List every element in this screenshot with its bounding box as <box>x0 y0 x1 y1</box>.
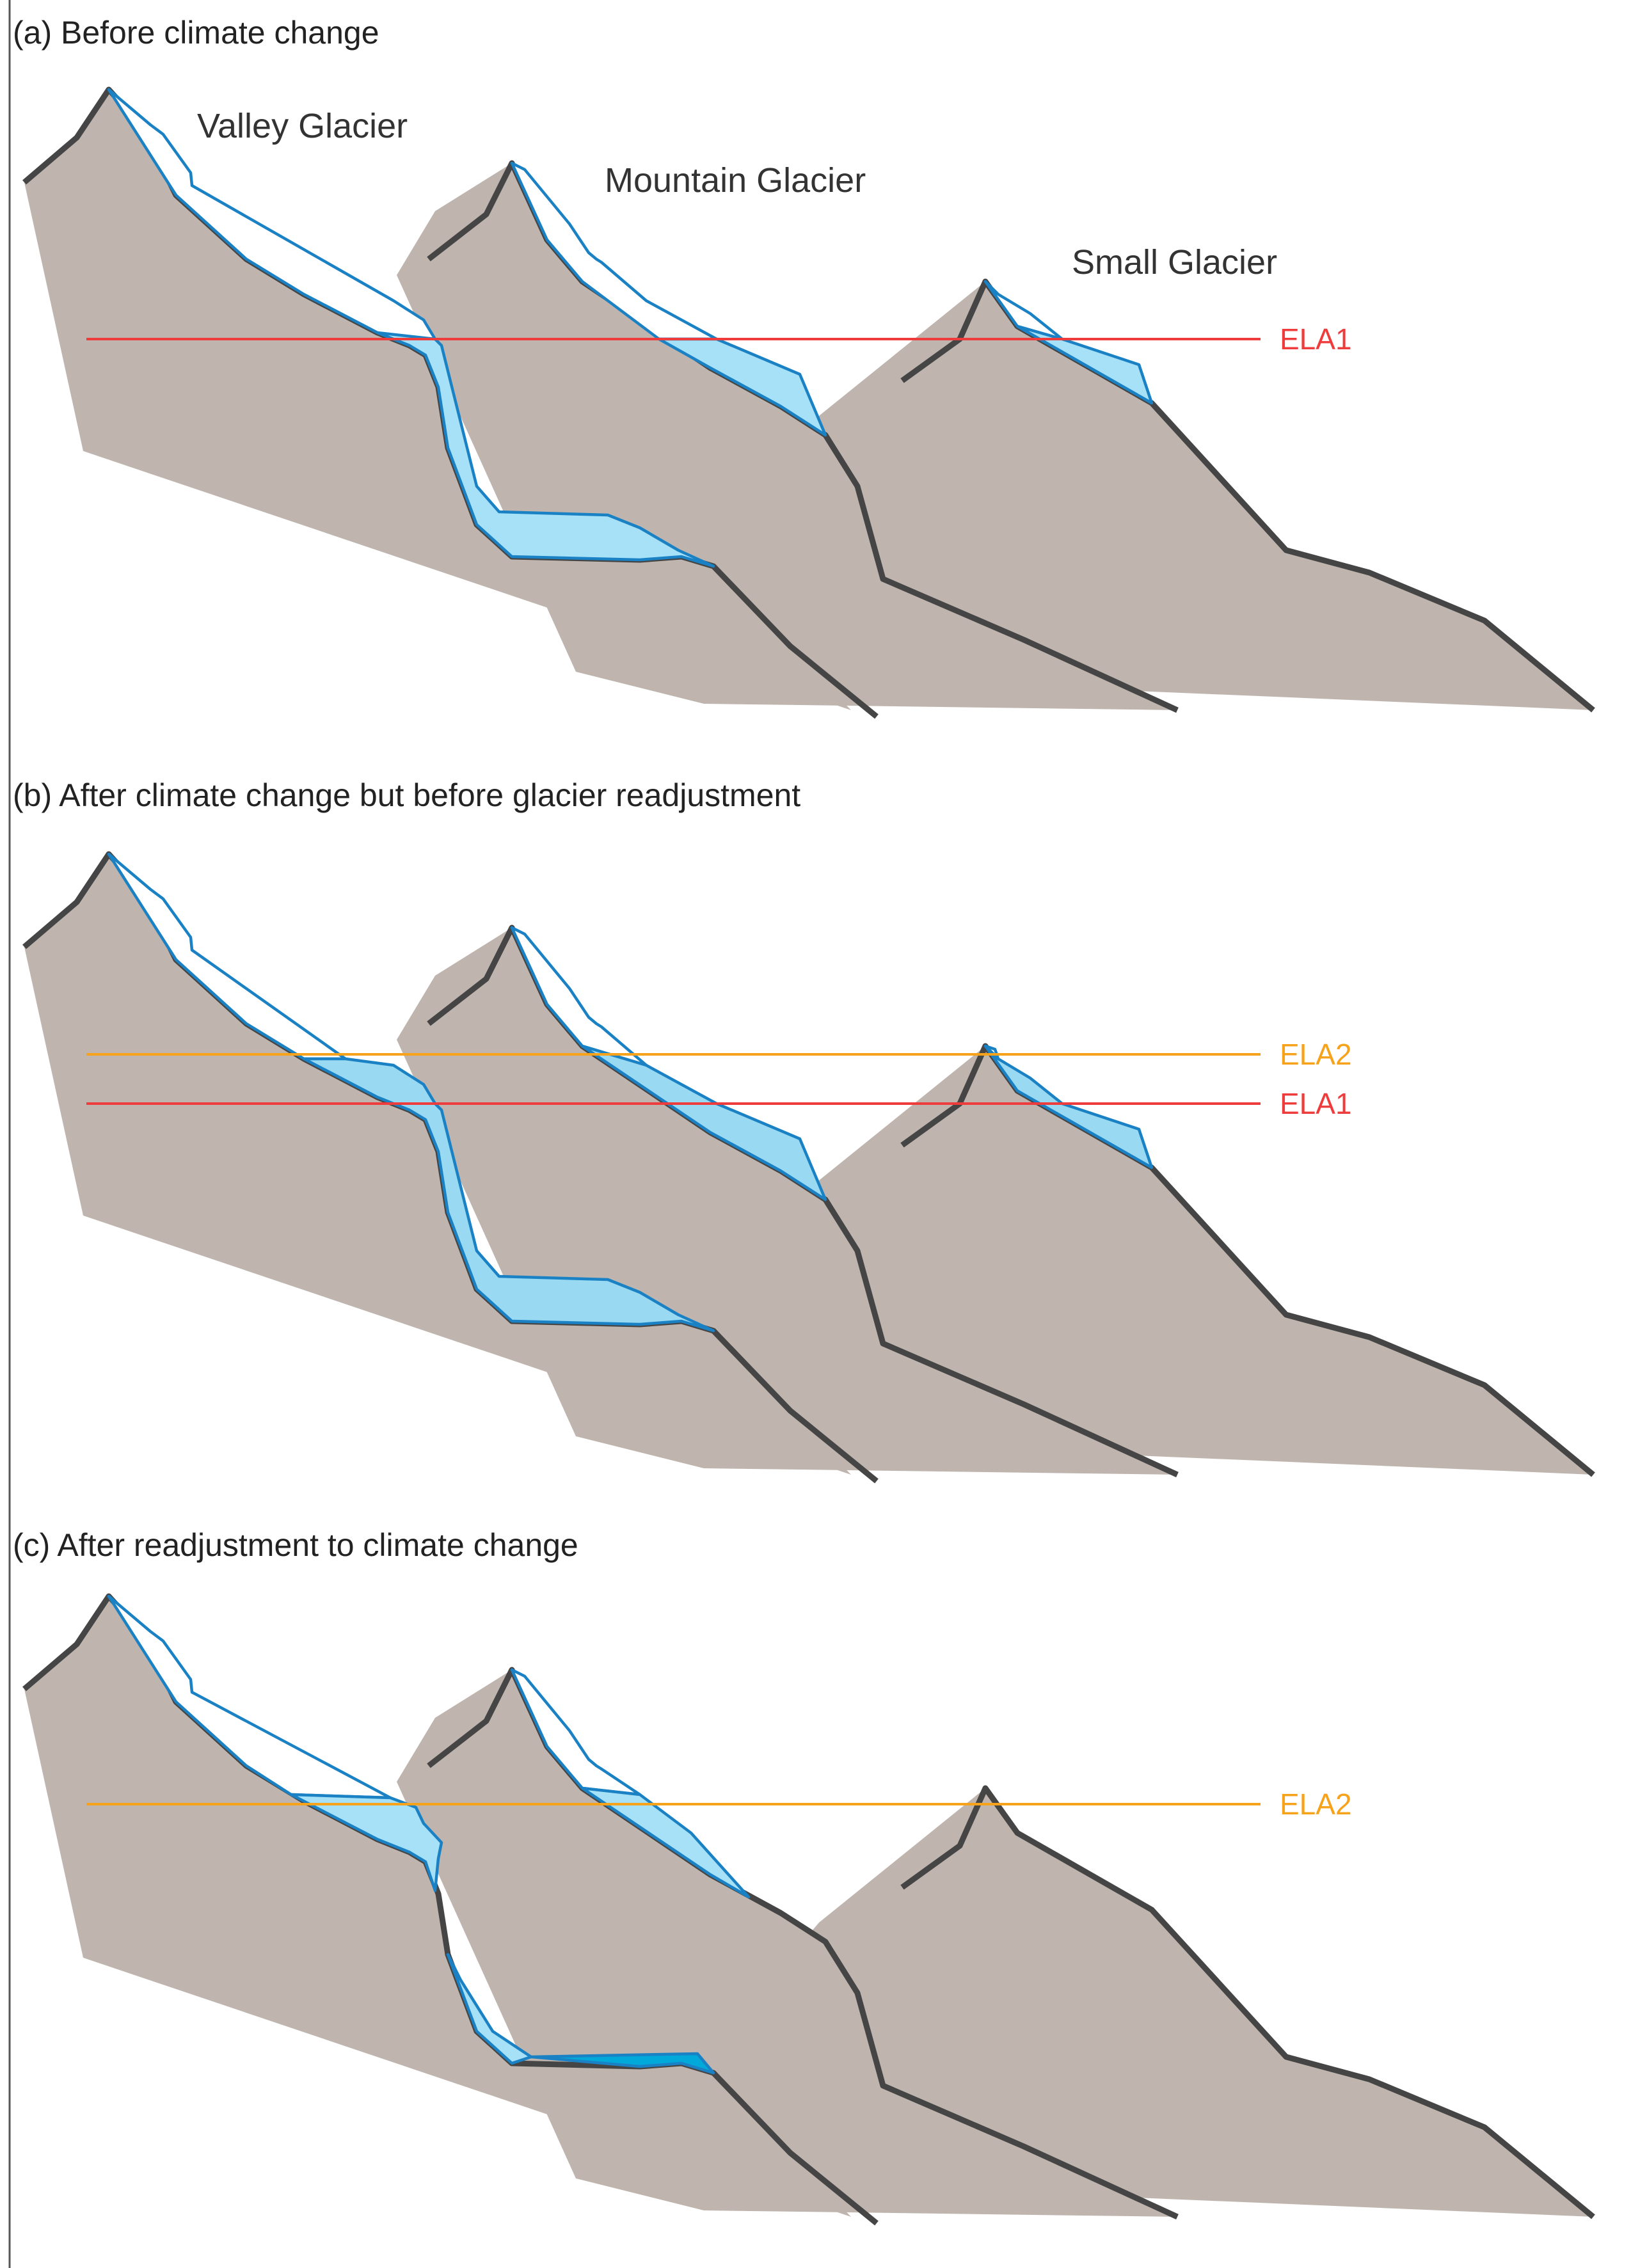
panel-a-ela1-label: ELA1 <box>1280 322 1352 356</box>
label-small-glacier: Small Glacier <box>1072 243 1277 282</box>
panel-b-heading: (b) After climate change but before glac… <box>13 777 800 813</box>
panel-b-ela1-label: ELA1 <box>1280 1087 1352 1120</box>
panel-b-valley-accumulation <box>107 852 347 1061</box>
panel-c-valley-proglacial-lake <box>529 2052 715 2075</box>
panel-b-valley-ablation <box>302 1057 715 1333</box>
label-mountain-glacier: Mountain Glacier <box>605 161 866 200</box>
panel-b-mountain-accumulation <box>510 926 648 1067</box>
panel-c-valley-accumulation <box>107 1594 392 1800</box>
panel-b: (b) After climate change but before glac… <box>13 777 1593 1481</box>
panel-c-mountain-ablation <box>580 1786 751 1899</box>
panel-c-mountains <box>24 1596 1593 2223</box>
panel-a-mountain-accumulation <box>510 161 719 341</box>
panel-a-valley-ablation <box>376 331 715 568</box>
panel-c-heading: (c) After readjustment to climate change <box>13 1527 578 1563</box>
panel-a-heading: (a) Before climate change <box>13 15 379 51</box>
label-valley-glacier: Valley Glacier <box>197 107 408 145</box>
panel-a-small-accumulation <box>983 280 1064 341</box>
panel-c: (c) After readjustment to climate change… <box>13 1527 1593 2223</box>
panel-a: (a) Before climate change ELA1 Valley Gl… <box>13 15 1593 717</box>
panel-b-ela2-label: ELA2 <box>1280 1038 1352 1071</box>
panel-b-mountain-ablation <box>580 1044 827 1201</box>
panel-a-small-ablation <box>1015 324 1154 405</box>
panel-c-ela2-label: ELA2 <box>1280 1788 1352 1821</box>
panel-a-valley-accumulation <box>107 88 437 347</box>
panel-c-mountain-accumulation <box>510 1668 642 1796</box>
